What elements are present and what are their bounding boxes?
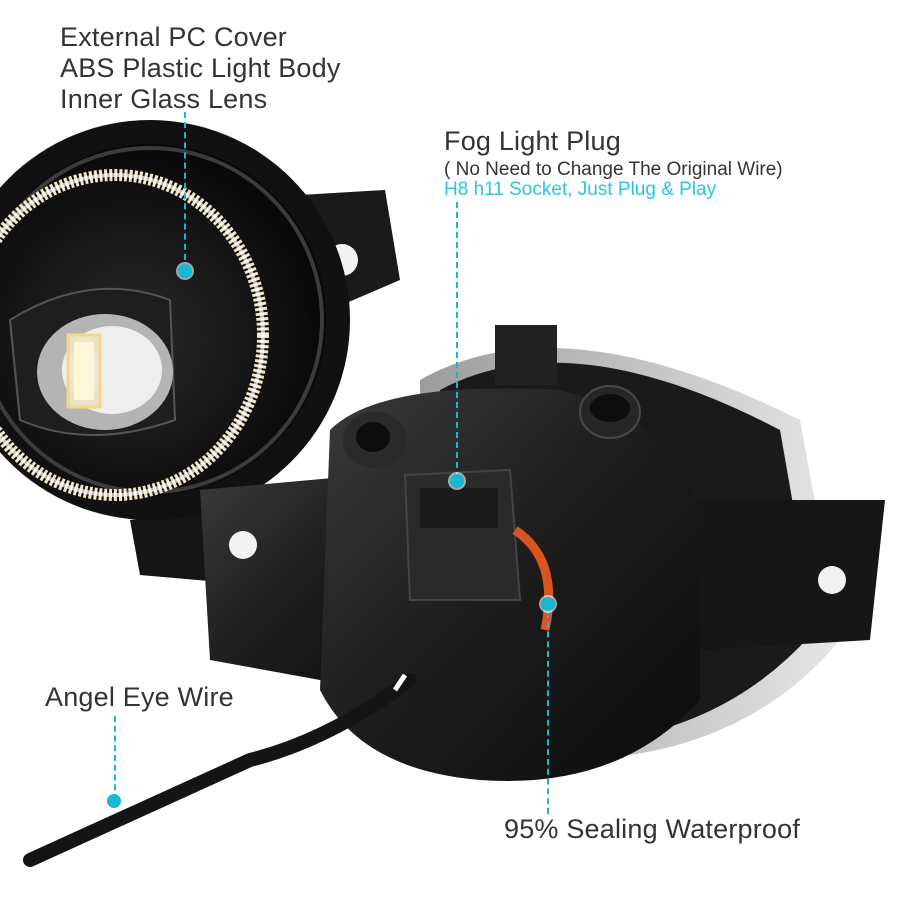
angel-wire-leader-line: [114, 716, 116, 800]
waterproof-marker-dot: [541, 597, 555, 611]
lens-leader-line: [184, 112, 186, 270]
plug-note-text: ( No Need to Change The Original Wire): [444, 159, 783, 180]
abs-plastic-body-label: ABS Plastic Light Body: [60, 53, 341, 83]
rear-fog-light: [23, 325, 885, 867]
inner-glass-lens-label: Inner Glass Lens: [60, 84, 268, 114]
sealing-waterproof-label: 95% Sealing Waterproof: [504, 814, 801, 844]
plug-marker-dot: [450, 474, 464, 488]
external-pc-cover-label: External PC Cover: [60, 22, 287, 52]
fog-light-plug-title: Fog Light Plug: [444, 126, 621, 156]
waterproof-leader-line: [547, 602, 549, 814]
front-fog-light: [0, 120, 400, 585]
plug-leader-line: [456, 202, 458, 478]
angel-eye-wire-label: Angel Eye Wire: [45, 682, 234, 712]
lens-marker-dot: [178, 264, 192, 278]
angel-wire-marker-dot: [107, 794, 121, 808]
plug-socket-text: H8 h11 Socket, Just Plug & Play: [444, 179, 717, 200]
